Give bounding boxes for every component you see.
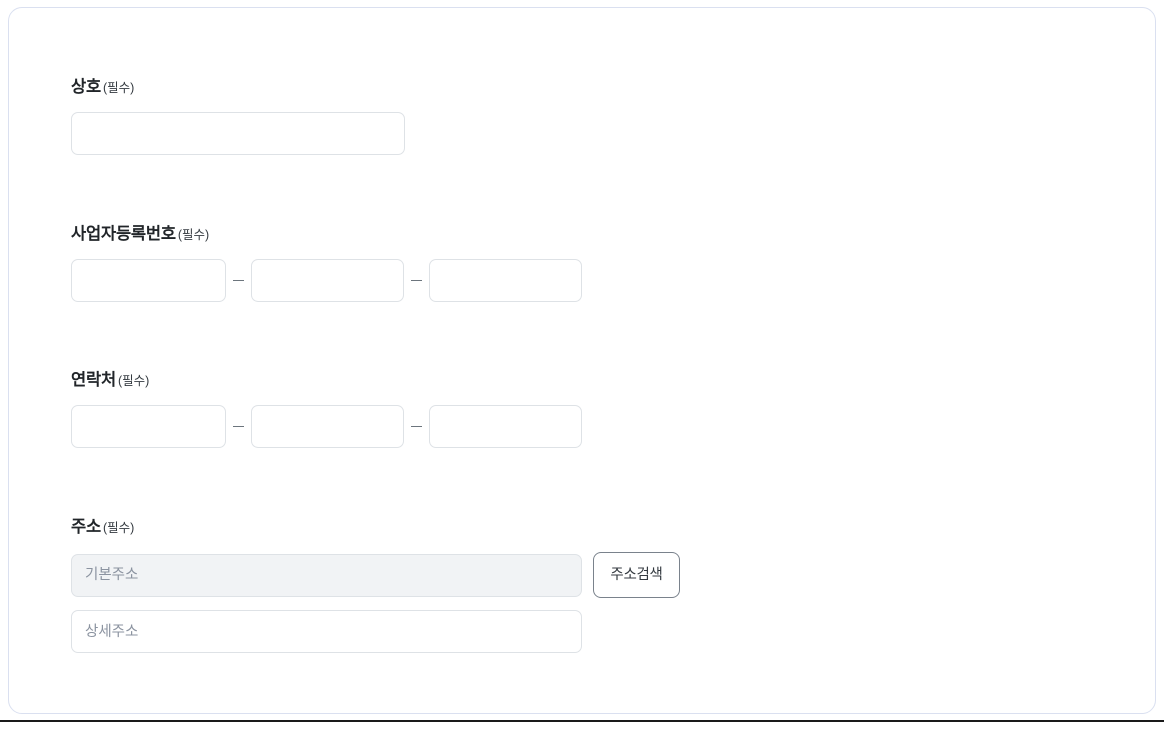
field-group-address: 주소(필수) 주소검색 bbox=[71, 516, 680, 653]
label-business-registration-number-text: 사업자등록번호 bbox=[71, 225, 176, 243]
address-search-button[interactable]: 주소검색 bbox=[593, 552, 680, 598]
page-bottom-rule bbox=[0, 720, 1164, 722]
input-business-registration-number-part1[interactable] bbox=[71, 259, 226, 302]
label-address-required: (필수) bbox=[102, 521, 135, 535]
input-contact-part3[interactable] bbox=[429, 405, 582, 448]
label-business-registration-number-required: (필수) bbox=[177, 228, 210, 242]
input-business-registration-number-part2[interactable] bbox=[251, 259, 404, 302]
label-business-registration-number: 사업자등록번호(필수) bbox=[71, 223, 582, 246]
label-contact-text: 연락처 bbox=[71, 371, 116, 389]
dash-separator-icon bbox=[404, 280, 429, 281]
field-group-company-name: 상호(필수) bbox=[71, 76, 405, 155]
label-address: 주소(필수) bbox=[71, 516, 680, 539]
field-group-business-registration-number: 사업자등록번호(필수) bbox=[71, 223, 582, 302]
field-group-contact: 연락처(필수) bbox=[71, 369, 582, 448]
input-company-name[interactable] bbox=[71, 112, 405, 155]
label-contact: 연락처(필수) bbox=[71, 369, 582, 392]
split-row-business-registration-number bbox=[71, 259, 582, 302]
dash-separator-icon bbox=[226, 426, 251, 427]
label-contact-required: (필수) bbox=[117, 374, 150, 388]
input-contact-part2[interactable] bbox=[251, 405, 404, 448]
label-address-text: 주소 bbox=[71, 518, 101, 536]
input-detail-address[interactable] bbox=[71, 610, 582, 653]
input-base-address[interactable] bbox=[71, 553, 582, 597]
label-company-name-required: (필수) bbox=[102, 81, 135, 95]
split-row-contact bbox=[71, 405, 582, 448]
input-business-registration-number-part3[interactable] bbox=[429, 259, 582, 302]
label-company-name: 상호(필수) bbox=[71, 76, 405, 99]
business-info-form-card: 상호(필수) 사업자등록번호(필수) 연락처(필수) bbox=[8, 7, 1156, 714]
input-contact-part1[interactable] bbox=[71, 405, 226, 448]
address-primary-row: 주소검색 bbox=[71, 552, 680, 598]
label-company-name-text: 상호 bbox=[71, 78, 101, 96]
dash-separator-icon bbox=[226, 280, 251, 281]
dash-separator-icon bbox=[404, 426, 429, 427]
